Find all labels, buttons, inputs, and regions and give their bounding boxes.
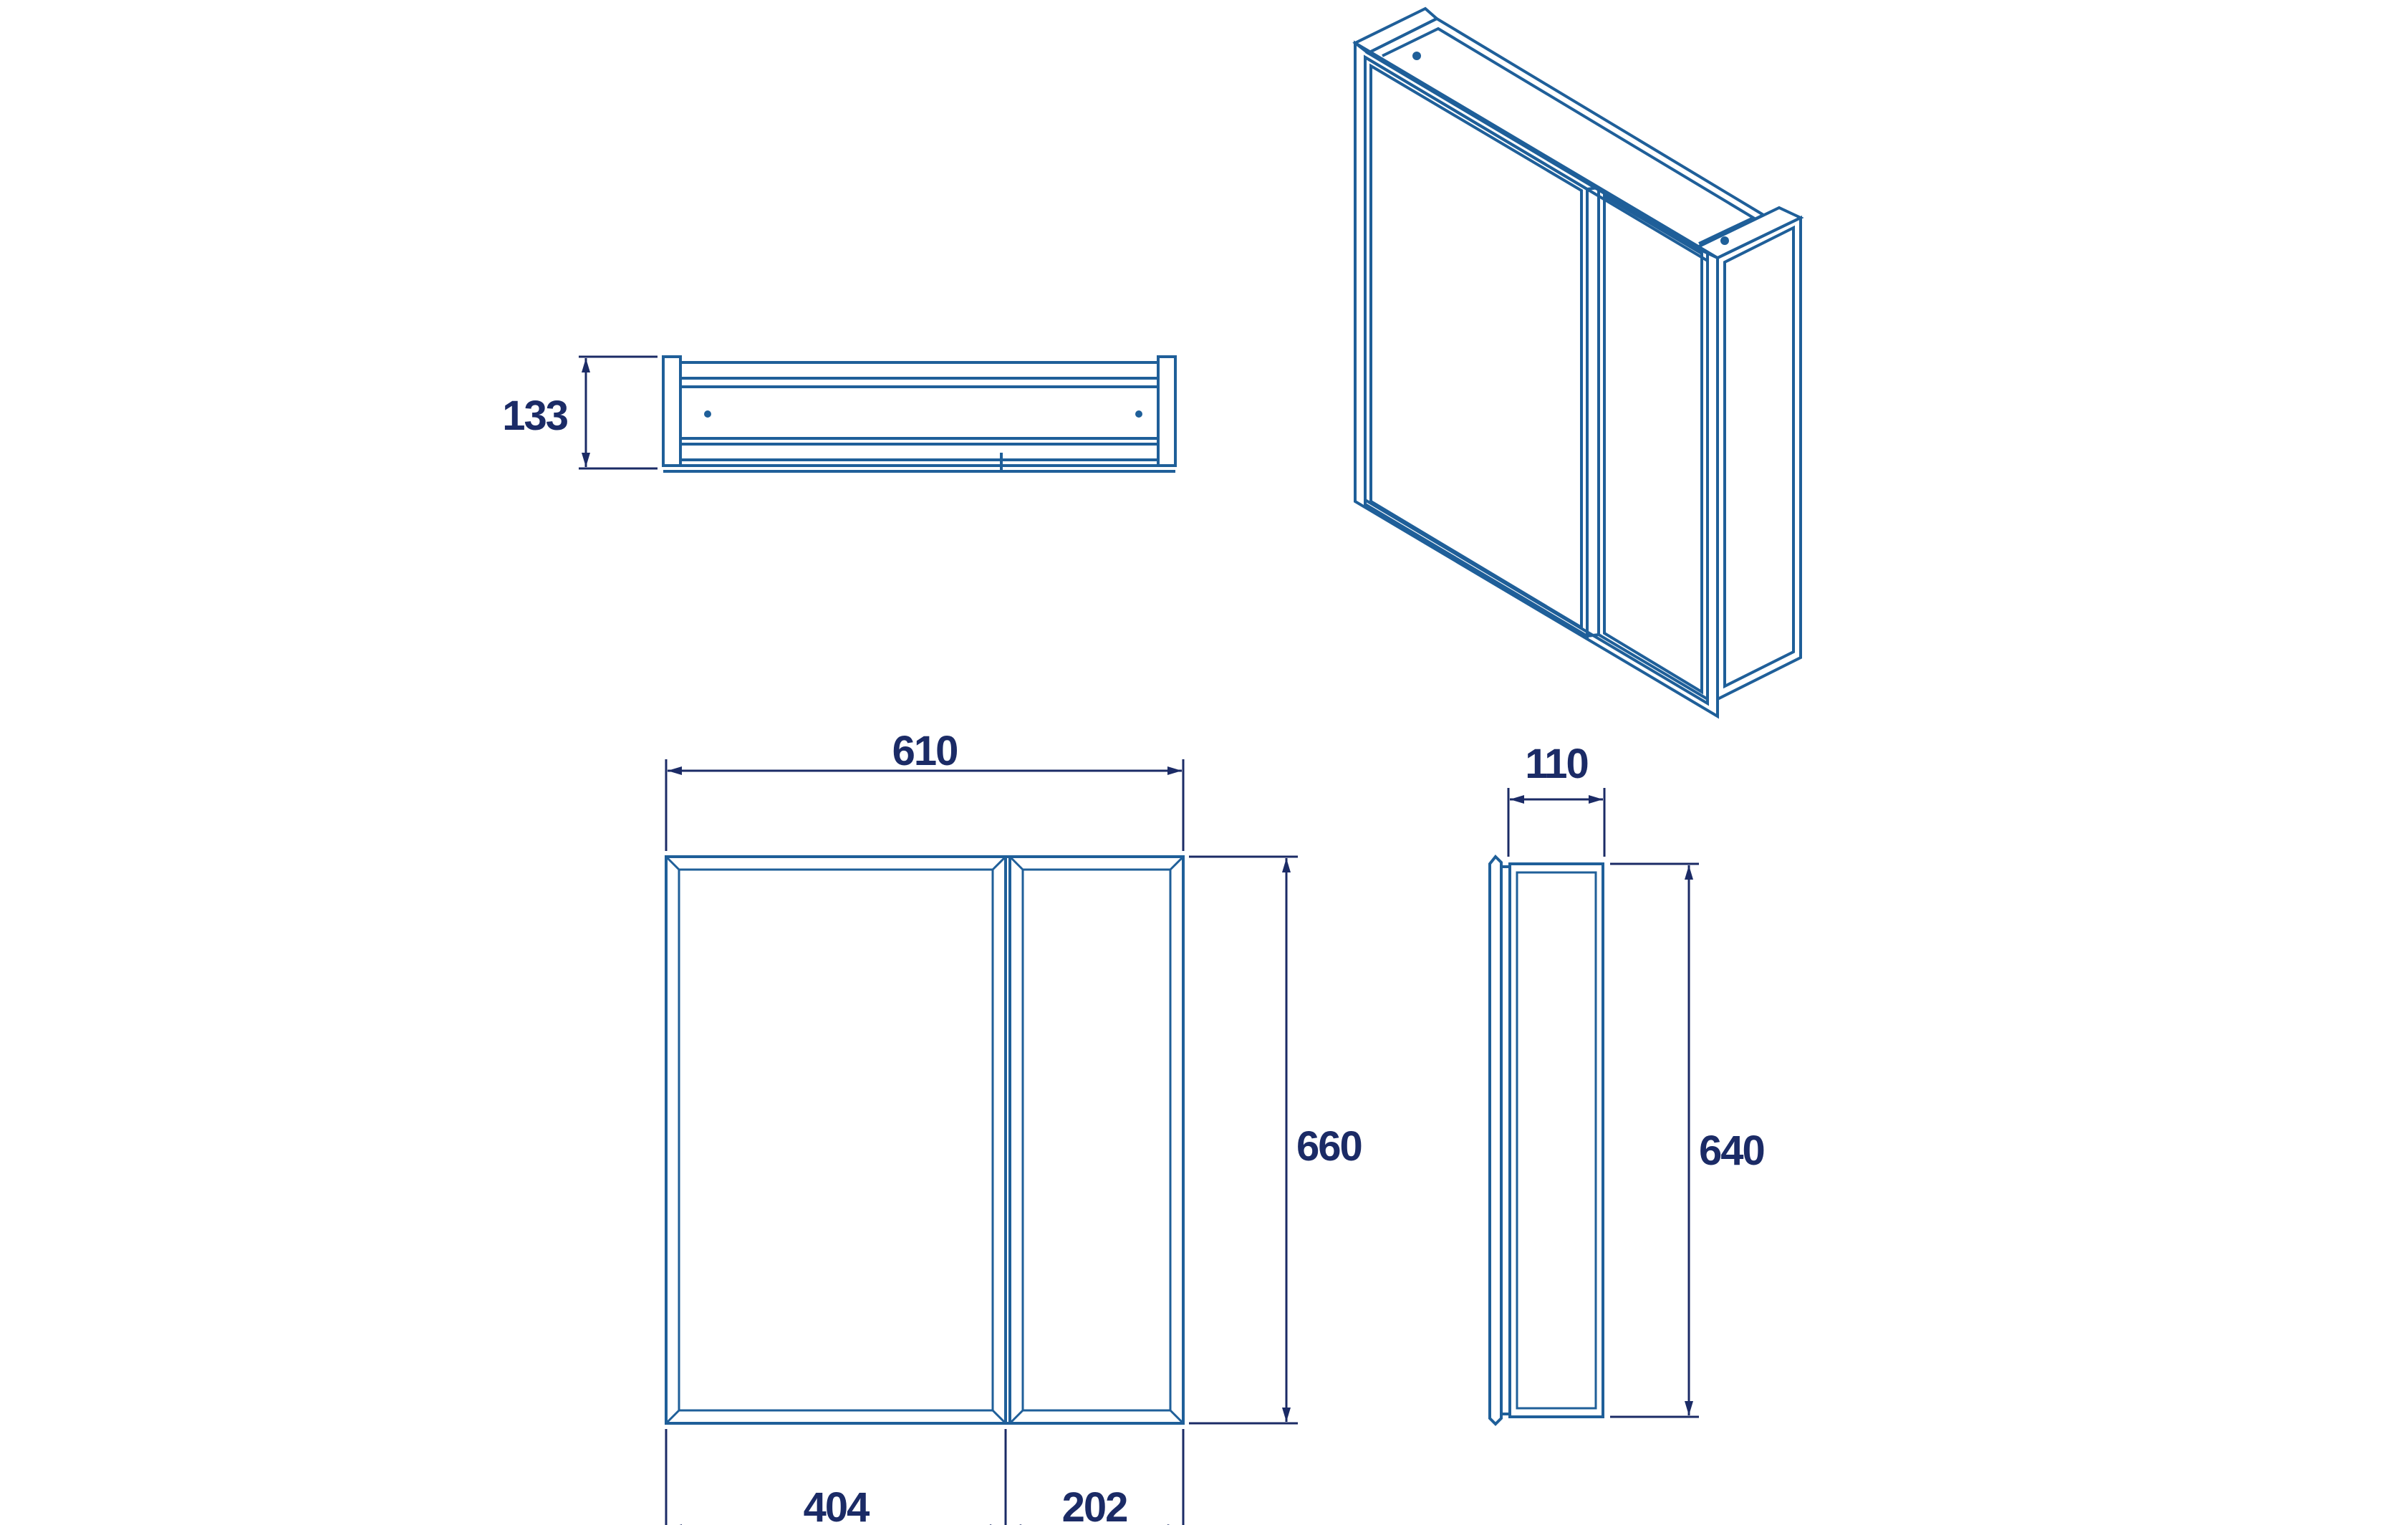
isometric-view [1352,6,1804,719]
mounting-hole-icon [1412,52,1421,60]
dimension-height: 660 [1189,855,1363,1425]
mounting-hole-icon [1135,410,1142,418]
dimension-width: 610 [665,728,1185,851]
dimension-label-133: 133 [502,393,568,439]
dimension-label-660: 660 [1296,1123,1362,1170]
dimension-top-depth: 133 [502,355,658,470]
mounting-hole-icon [1720,236,1729,245]
front-view [665,855,1185,1425]
side-view [1488,855,1604,1426]
dimension-doors: 404 202 [665,1429,1185,1525]
mounting-hole-icon [704,410,711,418]
dimension-label-110: 110 [1525,741,1588,787]
dimension-side-height: 640 [1610,862,1766,1418]
top-view [662,355,1177,473]
dimension-label-610: 610 [892,728,958,774]
dimension-label-202: 202 [1062,1484,1127,1525]
dimension-label-640: 640 [1699,1127,1764,1174]
dimension-label-404: 404 [804,1484,870,1525]
dimension-side-depth: 110 [1507,741,1606,857]
